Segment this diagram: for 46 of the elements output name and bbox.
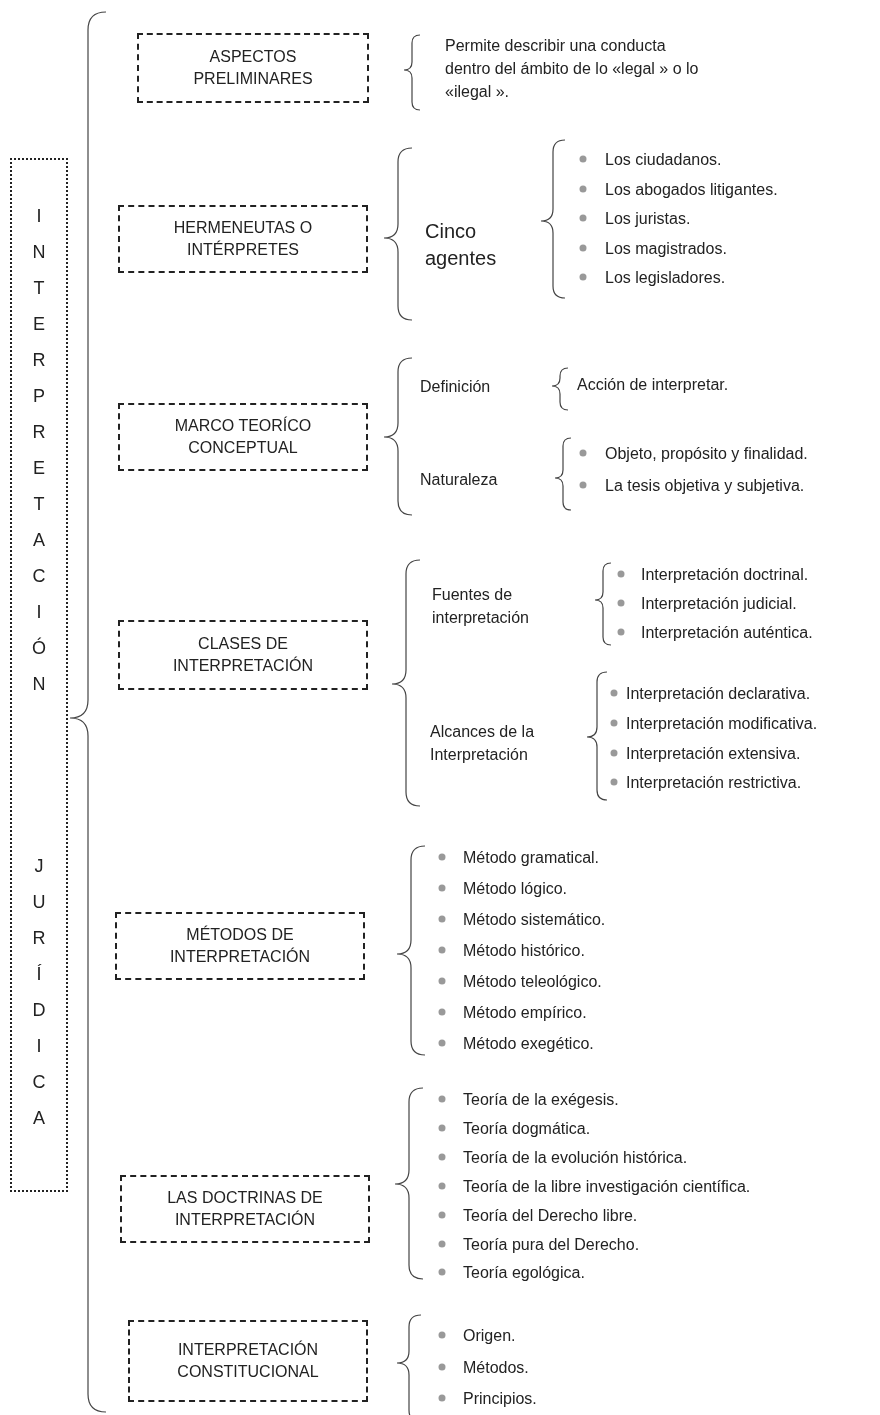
bullet-text: Interpretación doctrinal. xyxy=(641,564,809,585)
description-text: Definición xyxy=(420,376,491,397)
bullet-text: Los juristas. xyxy=(605,208,691,229)
bullet-text: Teoría egológica. xyxy=(463,1262,585,1283)
bullet-text: Interpretación judicial. xyxy=(641,593,797,614)
bullet-text: Objeto, propósito y finalidad. xyxy=(605,443,808,464)
bullet-text: Los legisladores. xyxy=(605,267,726,288)
bullet-text: Los abogados litigantes. xyxy=(605,179,778,200)
topic-box: MÉTODOS DE INTERPRETACIÓN xyxy=(115,912,365,980)
topic-box: HERMENEUTAS O INTÉRPRETES xyxy=(118,205,368,273)
bullet-text: Método histórico. xyxy=(463,940,585,961)
bullet-text: Método sistemático. xyxy=(463,909,606,930)
bullet-text: Interpretación extensiva. xyxy=(626,743,801,764)
topic-box: CLASES DE INTERPRETACIÓN xyxy=(118,620,368,690)
bullet-text: Método exegético. xyxy=(463,1033,594,1054)
bullet-text: Interpretación declarativa. xyxy=(626,683,811,704)
topic-box: LAS DOCTRINAS DE INTERPRETACIÓN xyxy=(120,1175,370,1243)
bullet-text: Interpretación restrictiva. xyxy=(626,772,802,793)
bullet-text: Método teleológico. xyxy=(463,971,602,992)
bullet-text: Teoría del Derecho libre. xyxy=(463,1205,638,1226)
topic-box: MARCO TEORÍCO CONCEPTUAL xyxy=(118,403,368,471)
topic-box: ASPECTOS PRELIMINARES xyxy=(137,33,369,103)
bullet-text: Interpretación auténtica. xyxy=(641,622,813,643)
bullet-text: Teoría dogmática. xyxy=(463,1118,591,1139)
bullet-text: Método gramatical. xyxy=(463,847,600,868)
bullet-text: Teoría de la evolución histórica. xyxy=(463,1147,688,1168)
bullet-text: Teoría de la libre investigación científica. xyxy=(463,1176,751,1197)
vertical-title-box: INTERPRETACIÓN JURÍDICA xyxy=(10,158,68,1192)
description-text: Acción de interpretar. xyxy=(577,374,729,395)
bullet-text: Los ciudadanos. xyxy=(605,149,722,170)
description-text: Permite describir una conducta dentro del ámbito de lo «legal » o lo «ilegal ». xyxy=(445,35,700,102)
description-text: Fuentes de interpretación xyxy=(432,585,530,628)
description-text: Alcances de la Interpretación xyxy=(430,722,536,765)
bullet-text: Teoría de la exégesis. xyxy=(463,1089,619,1110)
bullet-text: Interpretación modificativa. xyxy=(626,713,818,734)
topic-box: INTERPRETACIÓN CONSTITUCIONAL xyxy=(128,1320,368,1402)
bullet-text: Origen. xyxy=(463,1325,516,1346)
bullet-text: Los magistrados. xyxy=(605,238,727,259)
bullet-text: Teoría pura del Derecho. xyxy=(463,1234,640,1255)
bullet-text: Métodos. xyxy=(463,1357,529,1378)
bullet-text: La tesis objetiva y subjetiva. xyxy=(605,475,805,496)
bullet-text: Método lógico. xyxy=(463,878,568,899)
bullet-text: Principios. xyxy=(463,1388,537,1409)
description-text: Cinco agentes xyxy=(425,219,498,271)
bullet-text: Método empírico. xyxy=(463,1002,587,1023)
description-text: Naturaleza xyxy=(420,469,498,490)
